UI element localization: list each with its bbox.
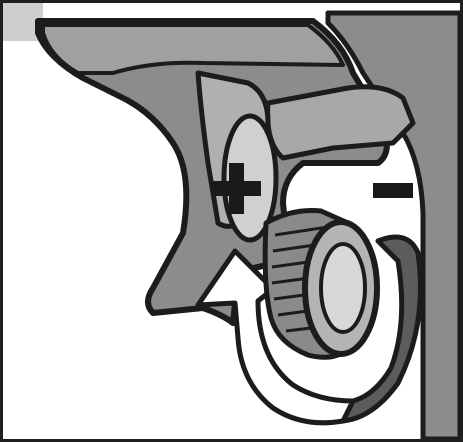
adjustment-diagram	[3, 3, 460, 439]
shaft-arm	[268, 87, 413, 158]
minus-sign-icon	[373, 183, 413, 198]
knob-inner-face	[321, 244, 365, 332]
